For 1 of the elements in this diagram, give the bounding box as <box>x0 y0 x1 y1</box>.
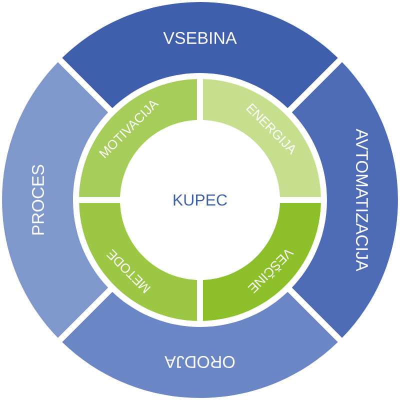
center-label: KUPEC <box>174 194 227 206</box>
